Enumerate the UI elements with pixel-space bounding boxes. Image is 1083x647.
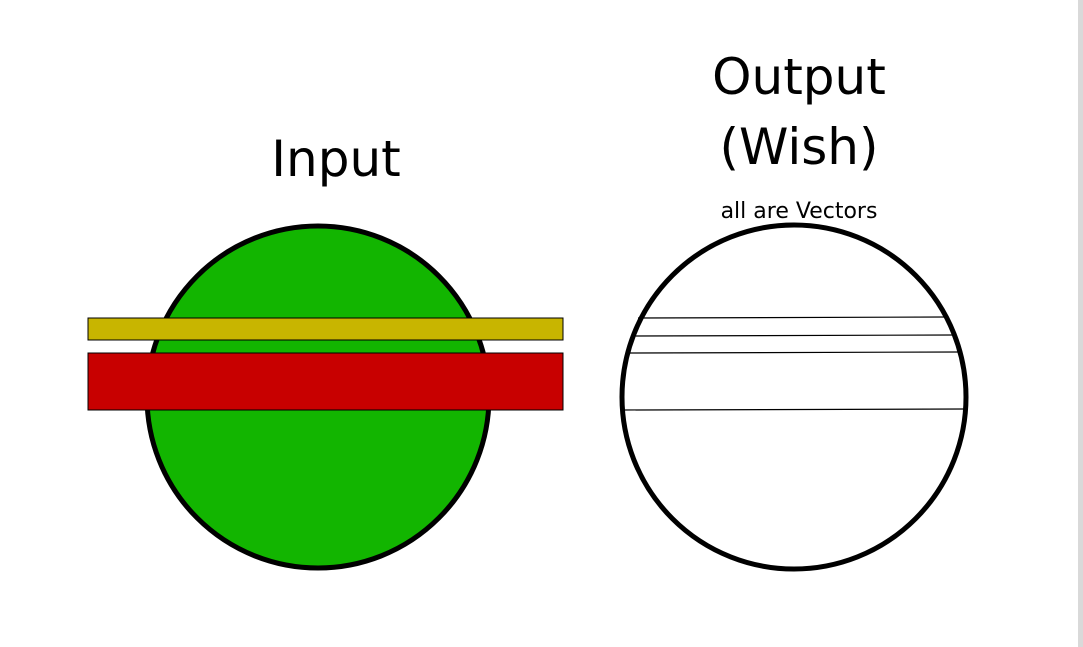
output-title-line-2: (Wish) bbox=[719, 118, 879, 176]
output-note: all are Vectors bbox=[720, 199, 878, 224]
output-title-line-1: Output bbox=[712, 48, 886, 106]
input-title: Input bbox=[271, 130, 401, 188]
input-top-bar bbox=[87, 317, 564, 341]
output-vector-line-4 bbox=[622, 408, 965, 411]
output-shape-group bbox=[619, 222, 969, 572]
output-vector-line-3 bbox=[627, 351, 959, 354]
output-vector-line-2 bbox=[631, 334, 954, 337]
input-bottom-bar bbox=[87, 352, 564, 411]
output-vector-line-1 bbox=[637, 316, 947, 319]
output-circle bbox=[619, 222, 969, 572]
input-shape-group bbox=[87, 223, 564, 571]
page-right-edge bbox=[1078, 0, 1083, 647]
